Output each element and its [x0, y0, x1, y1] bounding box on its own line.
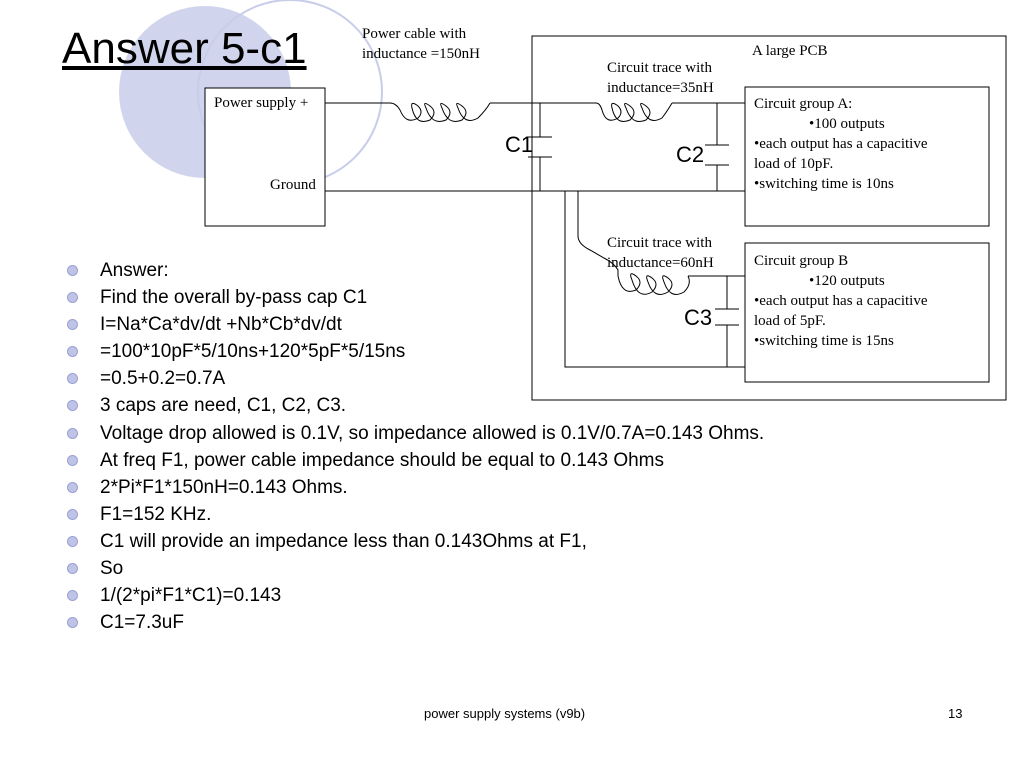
- footer-title: power supply systems (v9b): [424, 706, 586, 721]
- branch-b-vertical: [577, 191, 619, 276]
- bullet-icon: [67, 400, 78, 412]
- list-item: 3 caps are need, C1, C2, C3.: [62, 392, 764, 419]
- bullet-icon: [67, 535, 78, 547]
- group-b-item: •each output has a capacitive: [754, 293, 928, 309]
- list-item: 1/(2*pi*F1*C1)=0.143: [62, 582, 764, 609]
- circuit-group-b-box: [744, 242, 990, 383]
- list-item: C1 will provide an impedance less than 0…: [62, 528, 764, 555]
- list-item: =100*10pF*5/10ns+120*5pF*5/15ns: [62, 338, 764, 365]
- group-a-item: •switching time is 10ns: [754, 176, 894, 192]
- trace-a-inductor: [595, 102, 673, 122]
- group-b-item: •120 outputs: [809, 273, 885, 289]
- list-item: 2*Pi*F1*150nH=0.143 Ohms.: [62, 474, 764, 501]
- bullet-icon: [67, 292, 78, 304]
- c1-wires: [528, 103, 552, 191]
- answer-bullet-list: Answer: Find the overall by-pass cap C1 …: [62, 257, 764, 636]
- c2-wires: [705, 103, 729, 191]
- list-item: So: [62, 555, 764, 582]
- bullet-icon: [67, 319, 78, 331]
- bullet-icon: [67, 481, 78, 493]
- group-b-item: load of 5pF.: [754, 313, 826, 329]
- ground-loop-b: [564, 191, 745, 368]
- group-b-item: •switching time is 15ns: [754, 333, 894, 349]
- page-number: 13: [948, 706, 963, 721]
- bullet-icon: [67, 508, 78, 520]
- bullet-icon: [67, 454, 78, 466]
- power-supply-box: [204, 87, 326, 227]
- power-supply-ground-label: Ground: [270, 177, 316, 193]
- list-item: F1=152 KHz.: [62, 501, 764, 528]
- list-item: Find the overall by-pass cap C1: [62, 284, 764, 311]
- c3-label: C3: [684, 305, 713, 330]
- group-a-title: Circuit group A:: [754, 96, 853, 112]
- power-supply-plus-label: Power supply +: [214, 95, 309, 111]
- pcb-outline: [531, 35, 1007, 401]
- group-b-title: Circuit group B: [754, 253, 849, 269]
- list-item: =0.5+0.2=0.7A: [62, 365, 764, 392]
- bullet-icon: [67, 346, 78, 358]
- bullet-icon: [67, 617, 78, 629]
- list-item: I=Na*Ca*dv/dt +Nb*Cb*dv/dt: [62, 311, 764, 338]
- bullet-icon: [67, 563, 78, 575]
- bullet-icon: [67, 427, 78, 439]
- c3-wires: [715, 276, 739, 367]
- bullet-icon: [67, 265, 78, 276]
- power-cable-label: Power cable with inductance =150nH: [362, 26, 481, 62]
- group-a-item: load of 10pF.: [754, 156, 834, 172]
- circuit-group-a-text: Circuit group A: •100 outputs •each outp…: [754, 94, 928, 194]
- circuit-group-b-text: Circuit group B •120 outputs •each outpu…: [754, 251, 928, 351]
- list-item: At freq F1, power cable impedance should…: [62, 447, 764, 474]
- list-item: C1=7.3uF: [62, 609, 764, 636]
- slide-title: Answer 5-c1: [62, 24, 307, 73]
- trace-b-label: Circuit trace with inductance=60nH: [607, 235, 714, 271]
- list-item: Answer:: [62, 257, 764, 284]
- list-item: Voltage drop allowed is 0.1V, so impedan…: [62, 420, 764, 447]
- power-cable-inductor: [389, 102, 491, 122]
- group-a-item: •each output has a capacitive: [754, 136, 928, 152]
- trace-a-label: Circuit trace with inductance=35nH: [607, 60, 714, 96]
- c2-label: C2: [676, 142, 705, 167]
- bullet-icon: [67, 373, 78, 385]
- pcb-label: A large PCB: [752, 43, 828, 59]
- c1-label: C1: [505, 132, 534, 157]
- circuit-group-a-box: [744, 86, 990, 227]
- circuit-diagram: [204, 35, 1007, 401]
- trace-b-inductor: [617, 273, 690, 295]
- group-a-item: •100 outputs: [809, 116, 885, 132]
- bullet-icon: [67, 590, 78, 602]
